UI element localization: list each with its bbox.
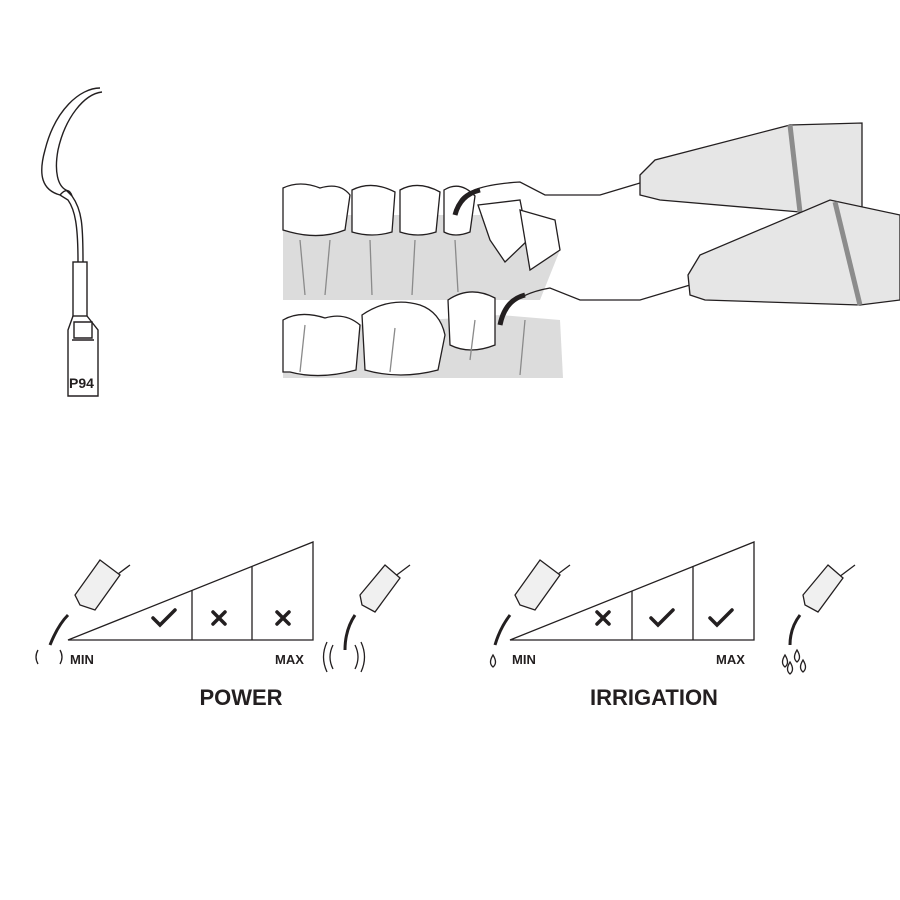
- tip-model-label: P94: [69, 375, 94, 391]
- lower-handpiece-illustration: [497, 199, 900, 326]
- power-min-label: MIN: [70, 652, 94, 667]
- power-max-label: MAX: [275, 652, 304, 667]
- upper-handpiece-illustration: [452, 122, 863, 226]
- dental-scene-illustration: [282, 180, 563, 378]
- power-handpiece-min-icon: [35, 559, 131, 665]
- cross-icon: [211, 610, 227, 626]
- check-icon: [151, 608, 177, 628]
- irrigation-handpiece-max-icon: [781, 564, 856, 675]
- cross-icon: [595, 610, 611, 626]
- irrigation-scale: [509, 541, 755, 641]
- power-scale: [67, 541, 314, 641]
- irrigation-title: IRRIGATION: [590, 685, 718, 710]
- check-icon: [649, 608, 675, 628]
- check-icon: [708, 608, 734, 628]
- irrigation-handpiece-min-icon: [489, 559, 571, 668]
- power-title: POWER: [199, 685, 282, 710]
- power-handpiece-max-icon: [322, 564, 411, 673]
- irrigation-max-label: MAX: [716, 652, 745, 667]
- tip-p94-illustration: [41, 87, 103, 397]
- cross-icon: [275, 610, 291, 626]
- irrigation-min-label: MIN: [512, 652, 536, 667]
